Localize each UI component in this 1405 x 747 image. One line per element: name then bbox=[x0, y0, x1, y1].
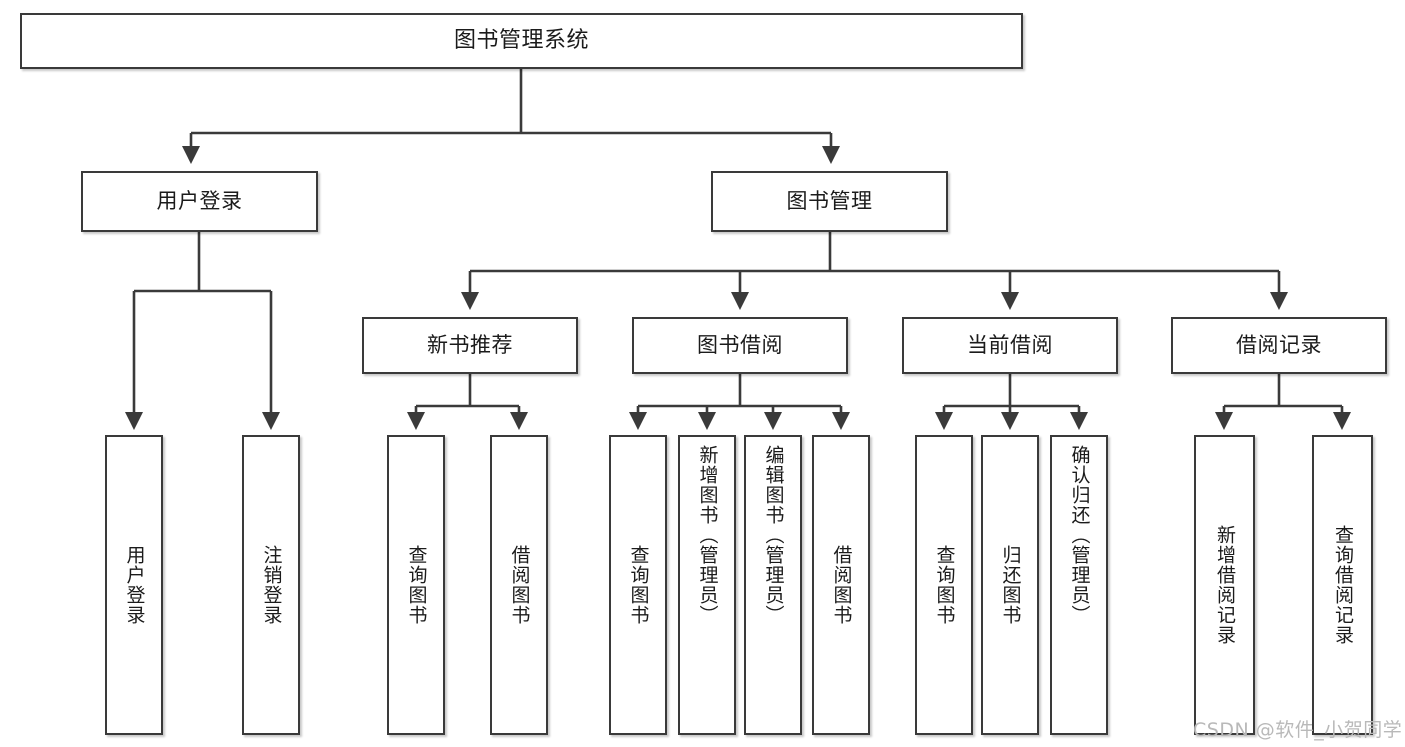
node-label: 查询图书 bbox=[627, 545, 650, 625]
node-label: 图书管理 bbox=[786, 189, 873, 214]
leaf-borrow-book-recommend[interactable]: 借阅图书 bbox=[490, 435, 548, 735]
node-label: 图书借阅 bbox=[697, 333, 783, 358]
node-new-book-rec[interactable]: 新书推荐 bbox=[362, 317, 578, 374]
node-borrow-record[interactable]: 借阅记录 bbox=[1171, 317, 1387, 374]
node-label: 用户登录 bbox=[156, 189, 243, 214]
leaf-confirm-return-admin[interactable]: 确认归还（管理员） bbox=[1050, 435, 1108, 735]
node-label: 借阅记录 bbox=[1236, 333, 1322, 358]
node-label: 新增借阅记录 bbox=[1214, 525, 1236, 645]
node-label: 新增图书（管理员） bbox=[696, 445, 719, 625]
leaf-return-book[interactable]: 归还图书 bbox=[981, 435, 1039, 735]
node-label: 编辑图书（管理员） bbox=[762, 445, 785, 625]
node-label: 查询图书 bbox=[933, 545, 956, 625]
leaf-edit-book-admin[interactable]: 编辑图书（管理员） bbox=[744, 435, 802, 735]
node-book-manage[interactable]: 图书管理 bbox=[711, 171, 948, 232]
node-label: 新书推荐 bbox=[427, 333, 513, 358]
node-label: 查询借阅记录 bbox=[1332, 525, 1354, 645]
leaf-logout-login[interactable]: 注销登录 bbox=[242, 435, 300, 735]
leaf-user-login[interactable]: 用户登录 bbox=[105, 435, 163, 735]
node-label: 当前借阅 bbox=[967, 333, 1053, 358]
node-book-borrow[interactable]: 图书借阅 bbox=[632, 317, 848, 374]
node-user-login[interactable]: 用户登录 bbox=[81, 171, 318, 232]
leaf-query-borrow-record[interactable]: 查询借阅记录 bbox=[1312, 435, 1373, 735]
node-root-system[interactable]: 图书管理系统 bbox=[20, 13, 1023, 69]
node-label: 确认归还（管理员） bbox=[1068, 445, 1091, 625]
node-label: 归还图书 bbox=[999, 545, 1022, 625]
leaf-add-book-admin[interactable]: 新增图书（管理员） bbox=[678, 435, 736, 735]
node-label: 图书管理系统 bbox=[453, 28, 589, 54]
leaf-borrow-book-borrow[interactable]: 借阅图书 bbox=[812, 435, 870, 735]
node-label: 注销登录 bbox=[260, 545, 283, 625]
node-label: 借阅图书 bbox=[508, 545, 531, 625]
node-label: 查询图书 bbox=[405, 545, 428, 625]
csdn-watermark: CSDN @软件_小贺同学 bbox=[1193, 719, 1403, 741]
leaf-query-book-current[interactable]: 查询图书 bbox=[915, 435, 973, 735]
node-current-borrow[interactable]: 当前借阅 bbox=[902, 317, 1118, 374]
leaf-add-borrow-record[interactable]: 新增借阅记录 bbox=[1194, 435, 1255, 735]
node-label: 借阅图书 bbox=[830, 545, 853, 625]
leaf-query-book-borrow[interactable]: 查询图书 bbox=[609, 435, 667, 735]
leaf-query-book-recommend[interactable]: 查询图书 bbox=[387, 435, 445, 735]
node-label: 用户登录 bbox=[123, 545, 146, 625]
